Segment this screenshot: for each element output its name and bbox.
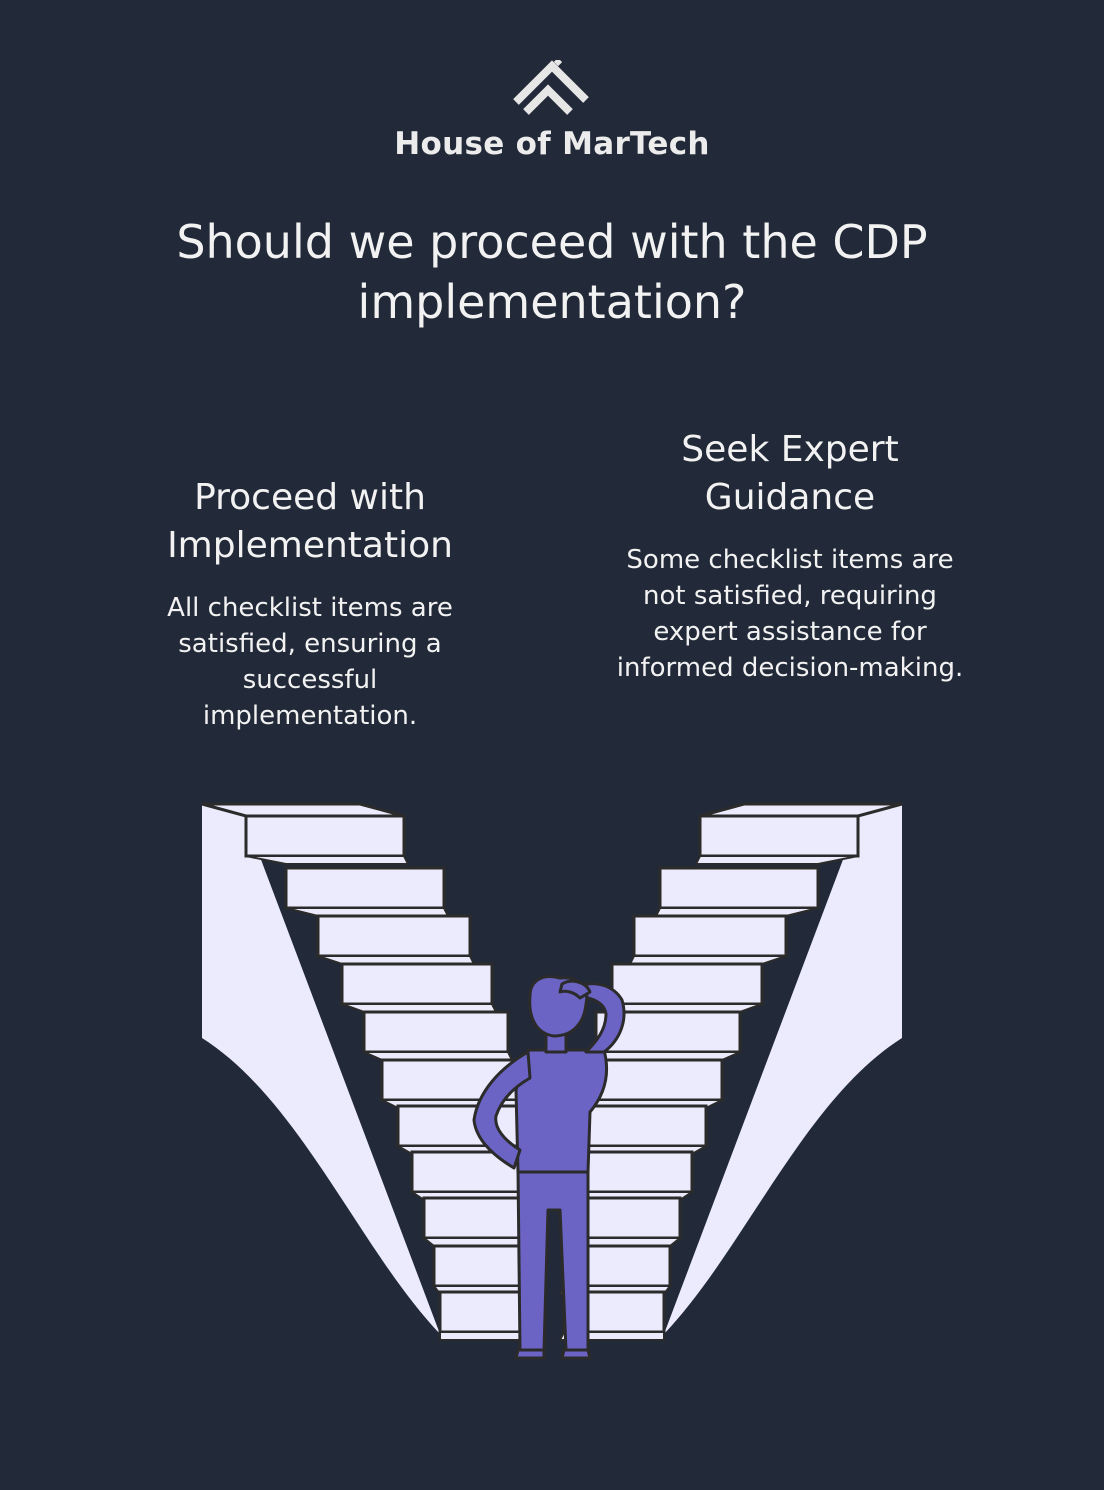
right-step	[574, 1104, 708, 1148]
option-proceed-description: All checklist items are satisfied, ensur…	[167, 593, 453, 731]
right-wall	[664, 804, 902, 1334]
brand-logo: House of MarTech	[0, 60, 1104, 162]
page-title: Should we proceed with the CDP implement…	[176, 215, 928, 329]
option-seek-guidance: Seek Expert Guidance Some checklist item…	[610, 426, 970, 686]
left-step	[284, 866, 446, 910]
right-step	[632, 914, 788, 958]
option-proceed: Proceed with Implementation All checklis…	[140, 474, 480, 734]
option-seek-guidance-description: Some checklist items are not satisfied, …	[616, 545, 964, 683]
left-step	[340, 962, 494, 1006]
right-top-ledge	[699, 802, 903, 818]
brand-name: House of MarTech	[394, 126, 710, 162]
option-proceed-title: Proceed with Implementation	[167, 477, 453, 566]
right-step-tread	[694, 855, 859, 865]
left-step	[316, 914, 472, 958]
left-step-tread	[245, 855, 410, 865]
left-step	[362, 1010, 510, 1054]
left-wall	[202, 804, 440, 1334]
left-top-ledge	[201, 802, 405, 818]
person-figure	[472, 975, 626, 1360]
right-step	[698, 814, 860, 858]
house-roof-chevrons-icon	[513, 60, 589, 115]
right-step	[658, 866, 820, 910]
right-step	[610, 962, 764, 1006]
option-seek-guidance-title: Seek Expert Guidance	[681, 429, 899, 518]
left-step	[244, 814, 406, 858]
